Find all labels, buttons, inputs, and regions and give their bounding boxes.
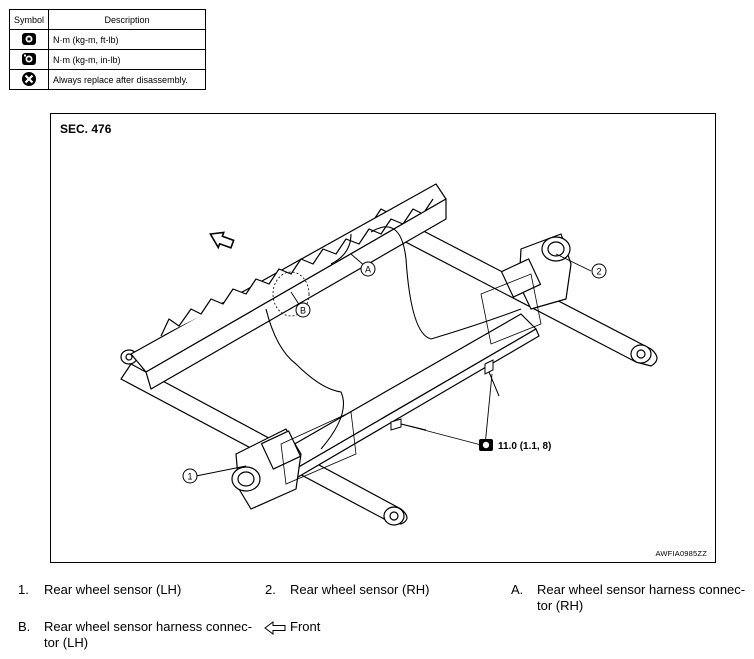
symbol-table: Symbol Description N·m (kg-m, ft-lb) N·m… [8,9,206,90]
legend-a-text-line2: tor (RH) [537,598,584,613]
description-cell: N·m (kg-m, ft-lb) [48,29,206,50]
torque-in-lb-icon [22,52,36,65]
front-arrow-icon [264,621,286,635]
legend-b-letter: B. [18,619,31,634]
description-cell: Always replace after disassembly. [48,69,206,90]
callout-a: A [365,265,371,275]
legend-front-text: Front [290,619,321,634]
torque-ft-lb-icon [22,32,36,45]
legend-b-text-line1: Rear wheel sensor harness connec- [44,619,253,634]
callout-1: 1 [187,472,192,482]
legend-2-number: 2. [265,582,276,597]
figure-code: AWFIA0985ZZ [655,549,707,558]
torque-spec-label: 11.0 (1.1, 8) [498,441,551,452]
frame-rail [130,183,447,373]
harness-wire-rh [370,226,522,340]
torque-spec-icon [479,439,493,451]
table-row: Always replace after disassembly. [8,69,206,90]
legend-a-text-line1: Rear wheel sensor harness connec- [537,582,746,597]
legend-b-text-line2: tor (LH) [44,635,89,650]
front-arrow-icon [209,231,235,250]
description-header: Description [48,9,206,30]
legend-2-text: Rear wheel sensor (RH) [290,582,430,597]
frame-rail-teeth [160,198,434,337]
section-label: SEC. 476 [60,122,112,136]
callout-2: 2 [596,267,601,277]
always-replace-icon [22,71,36,86]
suspension-illustration: 11.0 (1.1, 8) 1 2 A B [120,183,658,526]
harness-wire-lh [265,308,345,450]
figure-frame: 11.0 (1.1, 8) 1 2 A B SEC. 476 AWFIA0985… [50,113,716,563]
description-cell: N·m (kg-m, in-lb) [48,49,206,70]
callout-b: B [300,306,306,316]
legend-1-number: 1. [18,582,29,597]
table-row: N·m (kg-m, in-lb) [8,49,206,70]
bolt-lower [390,418,402,431]
legend-a-letter: A. [511,582,524,597]
symbol-header: Symbol [8,9,50,30]
harness-wire-main [330,233,352,265]
legend-1-text: Rear wheel sensor (LH) [44,582,182,597]
table-row: N·m (kg-m, ft-lb) [8,29,206,50]
bolt-upper [484,359,494,375]
